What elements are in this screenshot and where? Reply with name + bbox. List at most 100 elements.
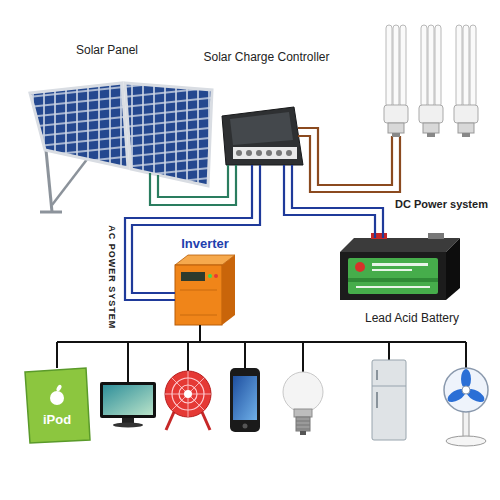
apple-leaf [56,384,63,392]
inverter-panel-line [180,290,217,291]
lamp-tube [421,25,427,107]
solar-panel [30,83,128,168]
controller-body [222,107,303,165]
component-label: Solar Charge Controller [203,51,329,65]
bus-drop [56,342,58,368]
panel-stand [46,150,52,212]
label-box: DC Power system [395,198,488,211]
fan-hub [462,386,470,394]
panel-stand [40,211,62,214]
lamp-tube [435,25,441,107]
desk-fan-icon [165,371,211,417]
fan-stand [463,410,469,438]
component-box: Solar Panel [30,82,212,186]
inverter-front [175,265,222,325]
fan-base [446,436,486,446]
fridge-handle [376,392,378,408]
ac-bus [57,341,466,343]
wire-pair [125,165,260,300]
wire-label: AC POWER SYSTEM [107,225,117,329]
lamp-base [419,105,443,123]
solar-panel [125,83,212,186]
fridge-door-line [372,385,406,386]
wire [125,165,252,300]
terminal-screw [246,150,252,156]
component-box: Lead Acid Battery [340,238,460,300]
table-fan-icon [444,368,488,412]
bulb-collar [294,409,312,417]
terminal-screw [236,150,242,156]
battery-print [372,263,428,266]
bulb-tip [300,431,306,435]
battery-side [446,238,460,300]
terminal-screw [276,150,282,156]
battery-stripe [348,278,438,282]
dc-wire [298,128,392,185]
bus-drop [127,342,129,382]
component-label: Solar Panel [76,44,138,58]
panel-stand [52,158,88,205]
apple-logo [50,391,64,405]
terminal-screw [286,150,292,156]
lamp-tip [392,133,400,137]
terminal-strip [233,147,297,159]
wire-pair [284,165,383,238]
lamp-tube [393,25,399,107]
battery-front [340,252,446,300]
controller-face [230,112,293,145]
device-label: iPod [43,413,71,428]
label-box: iPod [43,413,71,428]
fridge-icon [372,360,406,440]
tv-screen [103,385,153,415]
wire [132,165,260,293]
cfl-lamp [419,25,443,137]
wire [158,165,228,197]
bus-drop [465,342,467,368]
lamp-tip [462,133,470,137]
inverter-side [222,255,235,325]
component-label-box: Solar Panel [76,44,138,58]
bus-drop [244,342,246,368]
fan-grill [165,371,211,417]
inverter-display [181,272,205,281]
battery-terminal [371,233,387,239]
tv-icon [100,382,156,418]
lamp-tube [463,25,469,107]
bus-drop [187,342,189,371]
lamp-neck [458,123,474,133]
wire [284,165,375,238]
cfl-lamp [454,25,478,137]
battery-print [372,269,412,271]
battery-logo [355,262,365,272]
tv-stand [122,418,134,423]
lamp-tube [456,25,462,107]
component-box: Solar Charge Controller [222,107,303,165]
wire-pair [150,165,236,205]
lamp-base [384,105,408,123]
wire-label: DC Power system [395,198,488,211]
panel-lead [157,175,159,186]
component-label-box: Solar Charge Controller [203,51,329,65]
lamp-neck [388,123,404,133]
bus-drop [388,342,390,360]
component-label-box: Inverter [181,237,229,252]
dc-wire [298,136,400,192]
led-bulb-icon [283,372,323,412]
lamp-tube [386,25,392,107]
terminal-screw [266,150,272,156]
battery-terminal [428,233,444,239]
inverter-panel-line [180,315,217,316]
fan-hub [184,390,192,398]
terminal-screw [256,150,262,156]
component-label: Inverter [181,237,229,252]
wire [150,165,236,205]
bus-drop [302,342,304,372]
phone-screen [233,376,257,420]
wire [292,165,383,238]
lamp-tube [428,25,434,107]
battery-sticker [348,258,438,294]
